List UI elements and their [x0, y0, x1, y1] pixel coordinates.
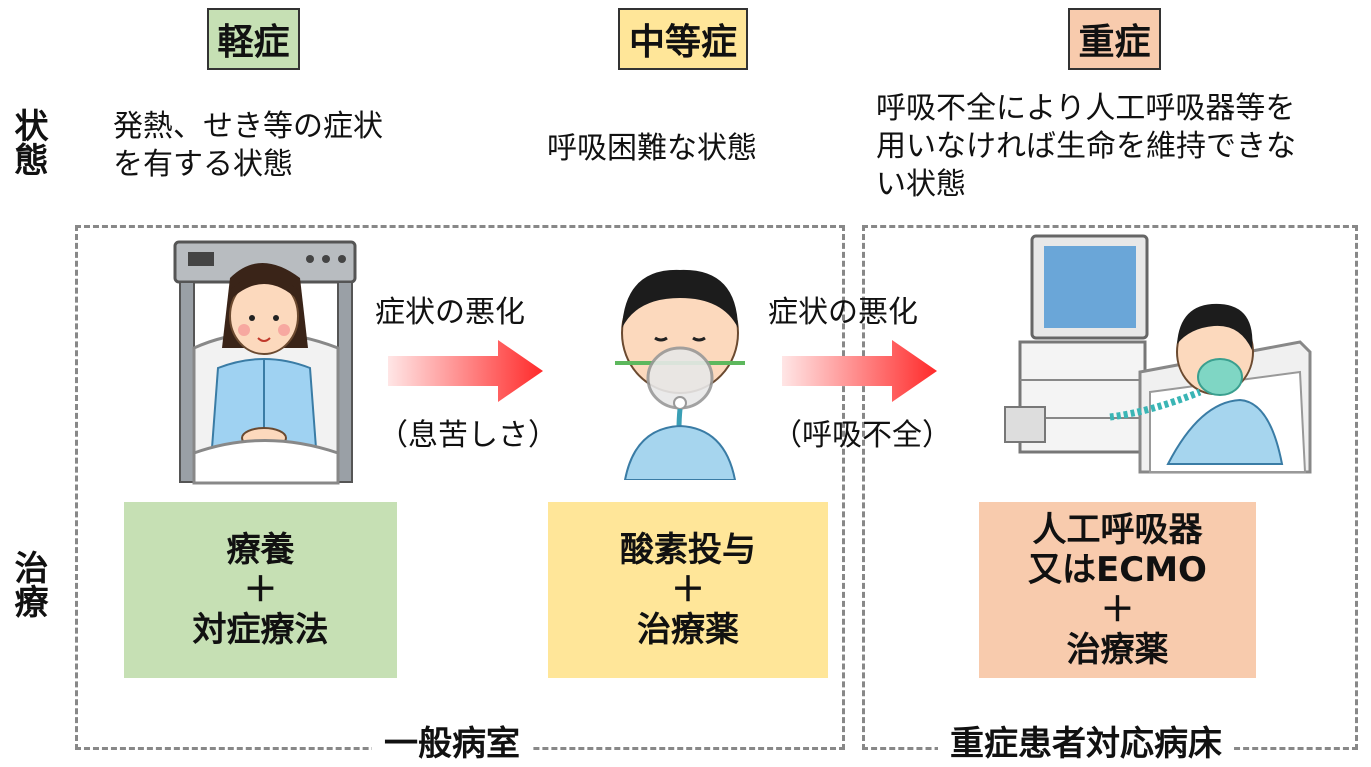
severity-mild: 軽症	[207, 8, 300, 70]
state-severe-line: 呼吸不全により人工呼吸器等を	[876, 91, 1296, 126]
treatment-mild-plus: ＋	[243, 570, 278, 610]
row-label-treatment: 治療	[8, 550, 48, 627]
treatment-severe-plus: ＋	[1100, 590, 1135, 630]
state-mild-line: を有する状態	[113, 147, 293, 182]
state-severe-line: 用いなければ生命を維持できな	[876, 129, 1296, 164]
state-mild-line: 発熱、せき等の症状	[113, 109, 383, 144]
arrow-1-top-label: 症状の悪化	[375, 295, 525, 330]
treatment-moderate-line: 治療薬	[637, 610, 739, 650]
ward-label-general: 一般病室	[372, 724, 532, 764]
treatment-severe: 人工呼吸器 又はECMO ＋ 治療薬	[979, 502, 1256, 678]
treatment-moderate: 酸素投与 ＋ 治療薬	[548, 502, 828, 678]
worsening-arrow-2	[782, 340, 937, 402]
treatment-mild-line: 療養	[226, 530, 295, 570]
state-moderate-line: 呼吸困難な状態	[547, 131, 757, 166]
worsening-arrow-1	[388, 340, 543, 402]
treatment-mild-line: 対症療法	[192, 610, 329, 650]
treatment-severe-line: 治療薬	[1066, 630, 1169, 670]
treatment-mild: 療養 ＋ 対症療法	[124, 502, 397, 678]
treatment-severe-line: 人工呼吸器	[1032, 510, 1203, 550]
arrow-1-bottom-label: （息苦しさ）	[378, 418, 558, 453]
treatment-moderate-plus: ＋	[671, 570, 705, 610]
severity-severe: 重症	[1068, 8, 1161, 70]
ward-label-icu: 重症患者対応病床	[938, 724, 1234, 764]
severity-moderate: 中等症	[618, 8, 748, 70]
state-severe: 呼吸不全により人工呼吸器等を 用いなければ生命を維持できな い状態	[876, 90, 1296, 204]
row-label-state-text: 状態	[8, 108, 48, 176]
moderate-patient-illustration	[615, 269, 745, 480]
arrow-2-bottom-label: （呼吸不全）	[772, 418, 952, 453]
row-label-state: 状態	[8, 108, 48, 185]
row-label-treatment-text: 治療	[8, 550, 48, 618]
arrow-2-top-label: 症状の悪化	[768, 295, 918, 330]
severe-patient-illustration	[1004, 234, 1312, 474]
treatment-moderate-line: 酸素投与	[620, 530, 756, 570]
state-moderate: 呼吸困難な状態	[547, 130, 757, 168]
mild-patient-illustration	[173, 240, 357, 485]
state-mild: 発熱、せき等の症状 を有する状態	[113, 108, 383, 184]
treatment-severe-line: 又はECMO	[1028, 550, 1207, 590]
state-severe-line: い状態	[876, 167, 966, 202]
